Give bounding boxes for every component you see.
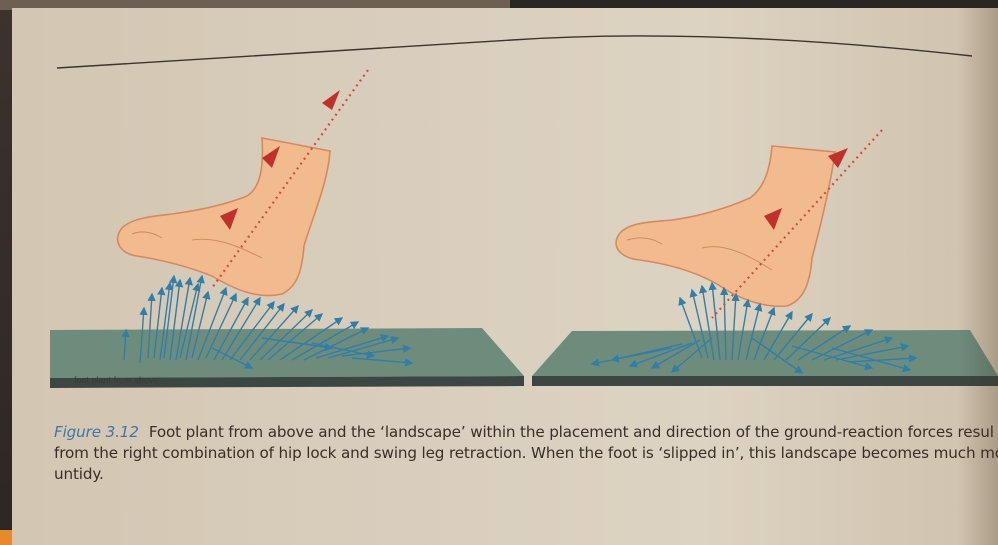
caption-line-1: Figure 3.12 Foot plant from above and the…: [54, 422, 994, 443]
figure-label: Figure 3.12: [54, 423, 139, 441]
book-page: foot plant from above Figure 3.12 Foot pl…: [12, 8, 998, 545]
trajectory-arrowhead-1: [322, 90, 340, 110]
figure-caption: Figure 3.12 Foot plant from above and the…: [54, 422, 994, 485]
caption-line-3: untidy.: [54, 464, 994, 485]
plate-label: foot plant from above: [74, 375, 159, 385]
right-foot: [616, 146, 835, 306]
header-rule: [57, 36, 972, 68]
caption-text-1: Foot plant from above and the ‘landscape…: [149, 423, 994, 441]
left-page-edge: [0, 10, 12, 545]
caption-line-2: from the right combination of hip lock a…: [54, 443, 994, 464]
